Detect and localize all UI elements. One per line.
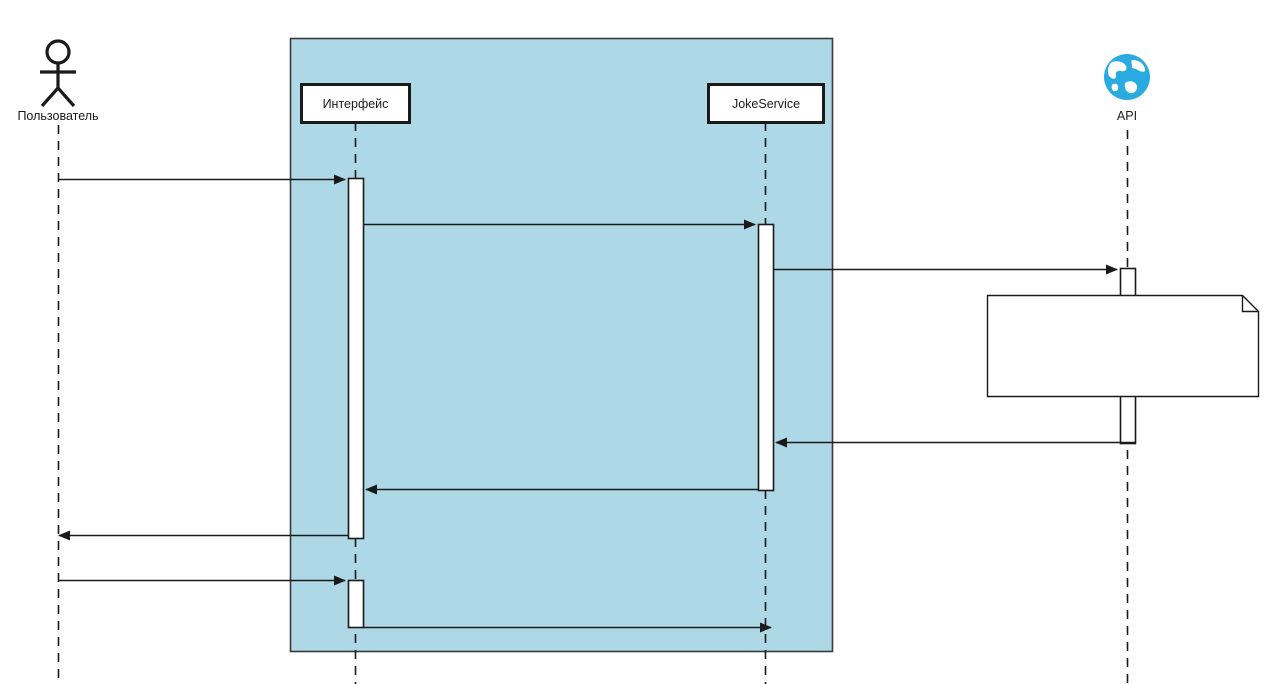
participant-label-user: Пользователь: [17, 109, 98, 123]
activation-bar-interface-1: [347, 177, 365, 540]
participant-box-interface: [300, 83, 411, 124]
participant-label-jokeservice: JokeService: [732, 97, 800, 111]
participant-user[interactable]: Пользователь: [17, 39, 99, 123]
globe-icon: [1104, 54, 1150, 100]
participant-jokeservice[interactable]: JokeService: [707, 83, 825, 124]
participant-label-interface: Интерфейс: [323, 97, 389, 111]
activation-bar-jokeservice-1: [757, 223, 775, 492]
activation-bar-interface-2: [347, 579, 365, 629]
participant-label-api: API: [1117, 109, 1137, 123]
note-shape: [986, 294, 1260, 398]
participant-interface[interactable]: Интерфейс: [300, 83, 411, 124]
participant-api[interactable]: API: [1104, 54, 1150, 123]
participant-box-jokeservice: [707, 83, 825, 124]
actor-stick-figure-icon: [40, 39, 76, 108]
system-boundary-fragment: [289, 37, 834, 653]
